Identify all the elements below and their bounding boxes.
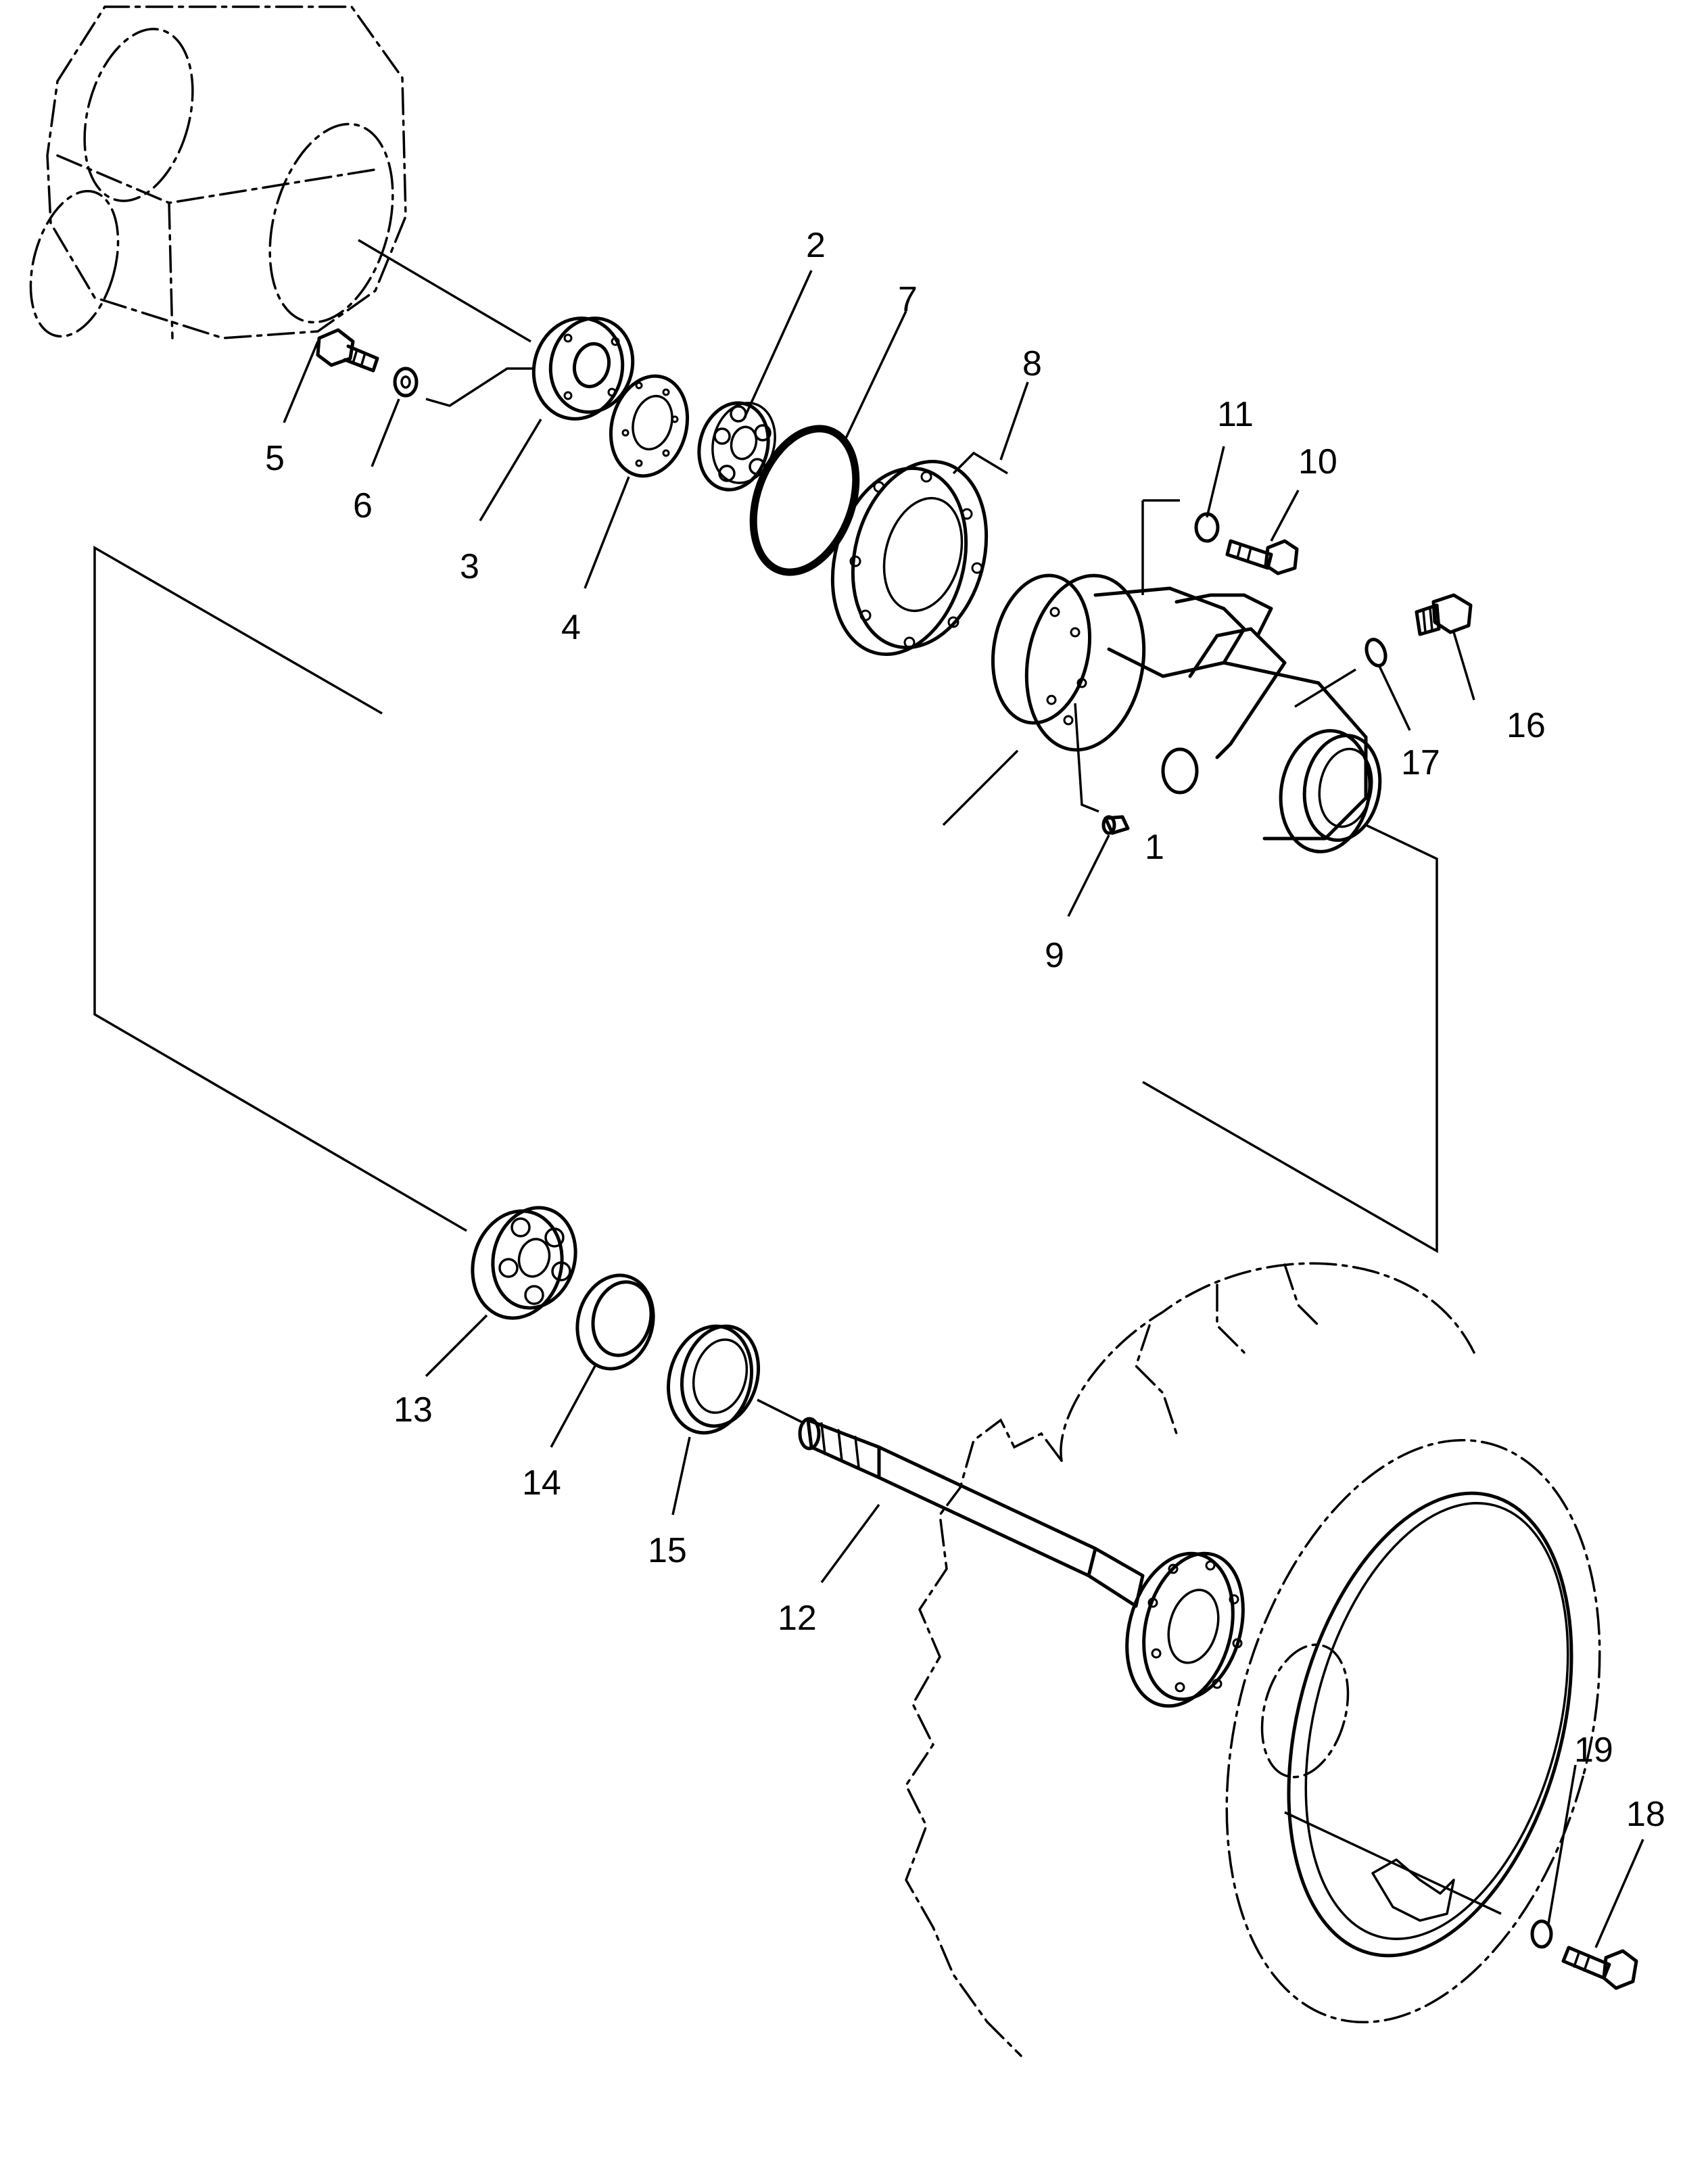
callout-7: 7 <box>898 280 918 319</box>
pin-9-path <box>1074 703 1099 813</box>
part-1-axle-housing <box>991 573 1382 853</box>
frame-left <box>93 545 467 1232</box>
callout-10: 10 <box>1298 442 1337 481</box>
shim-bracket <box>952 451 1008 475</box>
callout-12: 12 <box>778 1599 817 1638</box>
callout-leaders <box>283 270 1644 1948</box>
part-17-o-ring <box>1365 638 1387 667</box>
differential-housing <box>29 5 407 339</box>
callout-2: 2 <box>806 226 826 265</box>
part-3-bearing-cage <box>531 316 635 421</box>
callout-17: 17 <box>1401 743 1440 782</box>
part-18-bolt <box>1561 1946 1638 1990</box>
callout-5: 5 <box>265 439 285 478</box>
part-10-bolt <box>1225 539 1299 575</box>
part-8-shims <box>830 460 989 656</box>
callout-18: 18 <box>1626 1795 1665 1834</box>
callout-19: 19 <box>1574 1731 1613 1770</box>
wheel-bolt-path <box>1284 1811 1502 1915</box>
frame-right <box>1142 824 1438 1254</box>
callout-11: 11 <box>1217 395 1254 434</box>
part-5-bolt <box>316 328 379 373</box>
part-9-pin <box>1101 815 1130 835</box>
o-ring-17-path <box>1294 668 1356 708</box>
part-15-seal <box>666 1324 761 1435</box>
callout-13: 13 <box>394 1390 433 1430</box>
part-2-bearing <box>697 401 776 492</box>
callout-1: 1 <box>1145 828 1164 867</box>
part-19-washer <box>1530 1919 1553 1949</box>
callout-3: 3 <box>460 547 479 586</box>
washer-leader <box>425 367 534 407</box>
callout-14: 14 <box>522 1463 561 1503</box>
shaft-centerline <box>757 1398 805 1425</box>
callout-4: 4 <box>561 608 581 647</box>
tire-and-wheel <box>904 1262 1601 2057</box>
callout-15: 15 <box>648 1531 687 1570</box>
part-14-collar <box>575 1273 655 1371</box>
housing-centerline <box>358 239 531 343</box>
part-11-washer <box>1194 512 1220 543</box>
part-12-axle-shaft <box>798 1417 1245 1708</box>
part-4-retainer-plate <box>609 374 690 478</box>
part-13-bearing <box>471 1206 577 1320</box>
callout-8: 8 <box>1022 344 1042 383</box>
callout-16: 16 <box>1507 706 1546 745</box>
part-16-plug <box>1415 593 1473 636</box>
callout-9: 9 <box>1045 936 1064 975</box>
part-6-washer <box>393 367 419 398</box>
callout-6: 6 <box>353 486 373 525</box>
